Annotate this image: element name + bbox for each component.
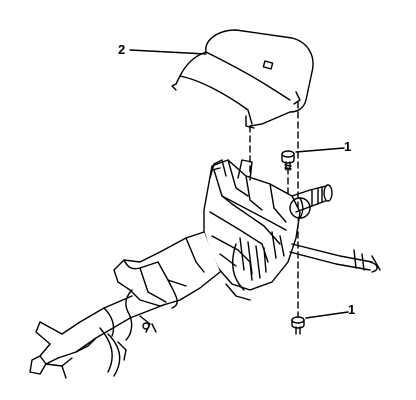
callout-label-bottom-screw: 1 <box>348 302 356 317</box>
callout-label-top-screw: 1 <box>344 139 352 154</box>
callout-label-cover: 2 <box>118 42 126 57</box>
lower-column-tube <box>29 231 221 379</box>
leader-line-cover <box>129 49 207 55</box>
upper-shroud-cover <box>171 29 314 129</box>
top-screw <box>281 150 295 171</box>
leader-line-bottom-screw <box>305 311 349 319</box>
bottom-screw <box>291 316 305 335</box>
leader-line-top-screw <box>295 147 345 153</box>
steering-column-housing <box>203 159 381 301</box>
